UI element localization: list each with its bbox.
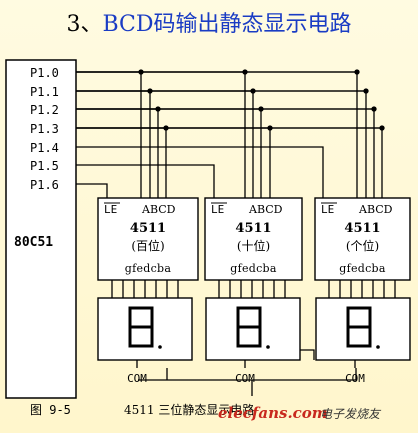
bus-wire — [76, 127, 271, 198]
pin-label-p1-5: P1.5 — [30, 159, 59, 173]
pin-label-p1-1: P1.1 — [30, 85, 59, 99]
decimal-point — [266, 345, 270, 349]
le-wire — [76, 164, 215, 198]
title-text: BCD码输出静态显示电路 — [102, 12, 352, 37]
chip-label: 4511 — [130, 221, 166, 236]
pin-label-p1-0: P1.0 — [30, 66, 59, 80]
watermark-cn: 电子发烧友 — [320, 407, 382, 421]
outputs-label: gfedcba — [230, 262, 277, 275]
place-label: (十位) — [237, 238, 270, 253]
abcd-label: ABCD — [141, 203, 176, 216]
slide-title: 3、BCD码输出静态显示电路 — [0, 6, 418, 38]
abcd-label: ABCD — [248, 203, 283, 216]
pin-label-p1-4: P1.4 — [30, 141, 59, 155]
bus-wire — [76, 108, 375, 198]
pin-label-p1-3: P1.3 — [30, 122, 59, 136]
le-wire — [76, 146, 324, 198]
le-label: LE — [211, 203, 224, 216]
seven-segment-display — [205, 297, 301, 361]
figure-caption: 4511 三位静态显示电路 — [124, 402, 254, 417]
mcu-block — [5, 59, 77, 399]
bus-wire — [76, 90, 151, 198]
chip-label: 4511 — [235, 221, 271, 236]
bus-wire — [76, 90, 254, 198]
pin-label-p1-6: P1.6 — [30, 178, 59, 192]
com-label: COM — [127, 372, 147, 385]
decoder-box — [314, 197, 411, 281]
le-label: LE — [321, 203, 334, 216]
com-label: COM — [235, 372, 255, 385]
watermark-site: elecfans.com — [218, 404, 328, 422]
chip-label: 4511 — [344, 221, 380, 236]
title-number: 3、 — [66, 12, 103, 37]
outputs-label: gfedcba — [125, 262, 172, 275]
decimal-point — [376, 345, 380, 349]
figure-number: 图 9-5 — [30, 403, 71, 417]
mcu-label: 80C51 — [14, 235, 53, 250]
bus-wire — [76, 127, 167, 198]
circuit-diagram: 80C51 P1.0P1.1P1.2P1.3P1.4P1.5P1.6 LE ABC… — [5, 59, 411, 422]
place-label: (个位) — [346, 238, 379, 253]
outputs-label: gfedcba — [339, 262, 386, 275]
decoder-box — [204, 197, 303, 281]
bus-wire — [76, 127, 383, 198]
com-bus — [138, 368, 357, 381]
pin-label-p1-2: P1.2 — [30, 103, 59, 117]
place-label: (百位) — [131, 238, 164, 253]
decimal-point — [158, 345, 162, 349]
le-wire — [76, 183, 108, 198]
com-label: COM — [345, 372, 365, 385]
abcd-label: ABCD — [358, 203, 393, 216]
decoder-box — [97, 197, 199, 281]
le-label: LE — [104, 203, 117, 216]
